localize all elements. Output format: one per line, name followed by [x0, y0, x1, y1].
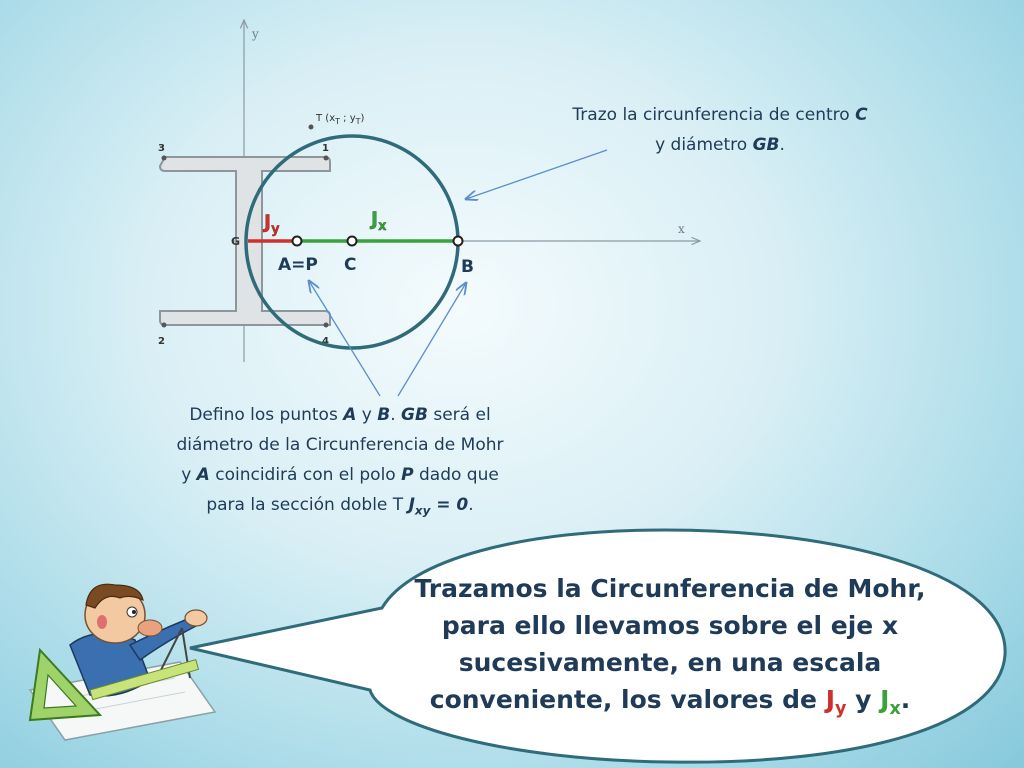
caption-mid-a: A [343, 405, 357, 425]
arrow-to-a [309, 281, 381, 397]
caption-points-definition: Defino los puntos A y B. GB será el diám… [120, 400, 560, 525]
point-a [291, 235, 303, 247]
corner-label-3: 3 [158, 143, 165, 154]
x-axis-label: x [678, 222, 685, 236]
caption-mid-a2: A [196, 465, 210, 485]
corner-point-3 [161, 155, 167, 161]
caption-top-end: . [779, 135, 785, 155]
corner-label-4: 4 [322, 336, 329, 347]
bubble-line-4: conveniente, los valores de [429, 685, 826, 714]
bubble-jx: Jx [880, 685, 901, 719]
caption-mid-end: . [468, 495, 474, 515]
caption-mid-text-9: para la sección doble T [206, 495, 409, 515]
bubble-jy: Jy [825, 685, 847, 719]
engineer-illustration [28, 583, 217, 741]
speech-bubble [189, 528, 1007, 764]
speech-bubble-text: Trazamos la Circunferencia de Mohr, para… [395, 570, 945, 728]
caption-mid-p: P [401, 465, 414, 485]
point-c [346, 235, 358, 247]
label-b: B [461, 257, 474, 277]
caption-mid-j: J [408, 495, 415, 515]
bubble-and: y [846, 685, 881, 714]
corner-label-1: 1 [322, 143, 329, 154]
caption-mid-eq-zero: = 0 [430, 495, 469, 515]
caption-top-text-2: y diámetro [655, 135, 753, 155]
caption-top-text-1: Trazo la circunferencia de centro [572, 105, 856, 125]
point-t-label: T (xT ; yT) [315, 113, 365, 126]
caption-mid-text-3: . [390, 405, 402, 425]
caption-mid-text-7: coincidirá con el polo [209, 465, 402, 485]
corner-point-1 [323, 155, 329, 161]
caption-mid-text-4: será el [427, 405, 491, 425]
bubble-jx-main: J [880, 685, 890, 714]
caption-mid-text-2: y [356, 405, 378, 425]
jx-label: Jx [369, 208, 387, 234]
caption-mid-jxy: Jxy = 0 [408, 495, 469, 518]
caption-mid-text-6: y [181, 465, 197, 485]
bubble-end: . [900, 685, 911, 714]
caption-mid-gb: GB [401, 405, 428, 425]
centroid-label: G [231, 235, 240, 248]
bubble-jy-main: J [825, 685, 835, 714]
corner-point-4 [323, 322, 329, 328]
corner-label-2: 2 [158, 336, 165, 347]
caption-circle-definition: Trazo la circunferencia de centro C y di… [520, 100, 920, 160]
arrow-to-circle [466, 149, 608, 199]
caption-top-c: C [855, 105, 868, 125]
arrow-to-b [397, 283, 466, 397]
caption-mid-text-1: Defino los puntos [189, 405, 344, 425]
bubble-jx-sub: x [889, 699, 901, 719]
bubble-line-1: Trazamos la Circunferencia de Mohr, [414, 574, 926, 603]
caption-mid-text-5: diámetro de la Circunferencia de Mohr [176, 435, 504, 455]
caption-top-gb: GB [752, 135, 780, 155]
point-b [452, 235, 464, 247]
caption-mid-text-8: dado que [413, 465, 499, 485]
caption-mid-b: B [377, 405, 391, 425]
jy-label: Jy [262, 211, 280, 237]
bubble-line-2: para ello llevamos sobre el eje x [441, 611, 899, 640]
y-axis-label: y [251, 27, 259, 41]
caption-mid-jsub: xy [414, 503, 431, 518]
corner-point-2 [161, 322, 167, 328]
label-c: C [344, 255, 356, 275]
bubble-line-3: sucesivamente, en una escala [458, 648, 882, 677]
point-t [308, 124, 314, 130]
label-a-equals-p: A=P [278, 255, 318, 275]
bubble-jy-sub: y [835, 699, 847, 719]
